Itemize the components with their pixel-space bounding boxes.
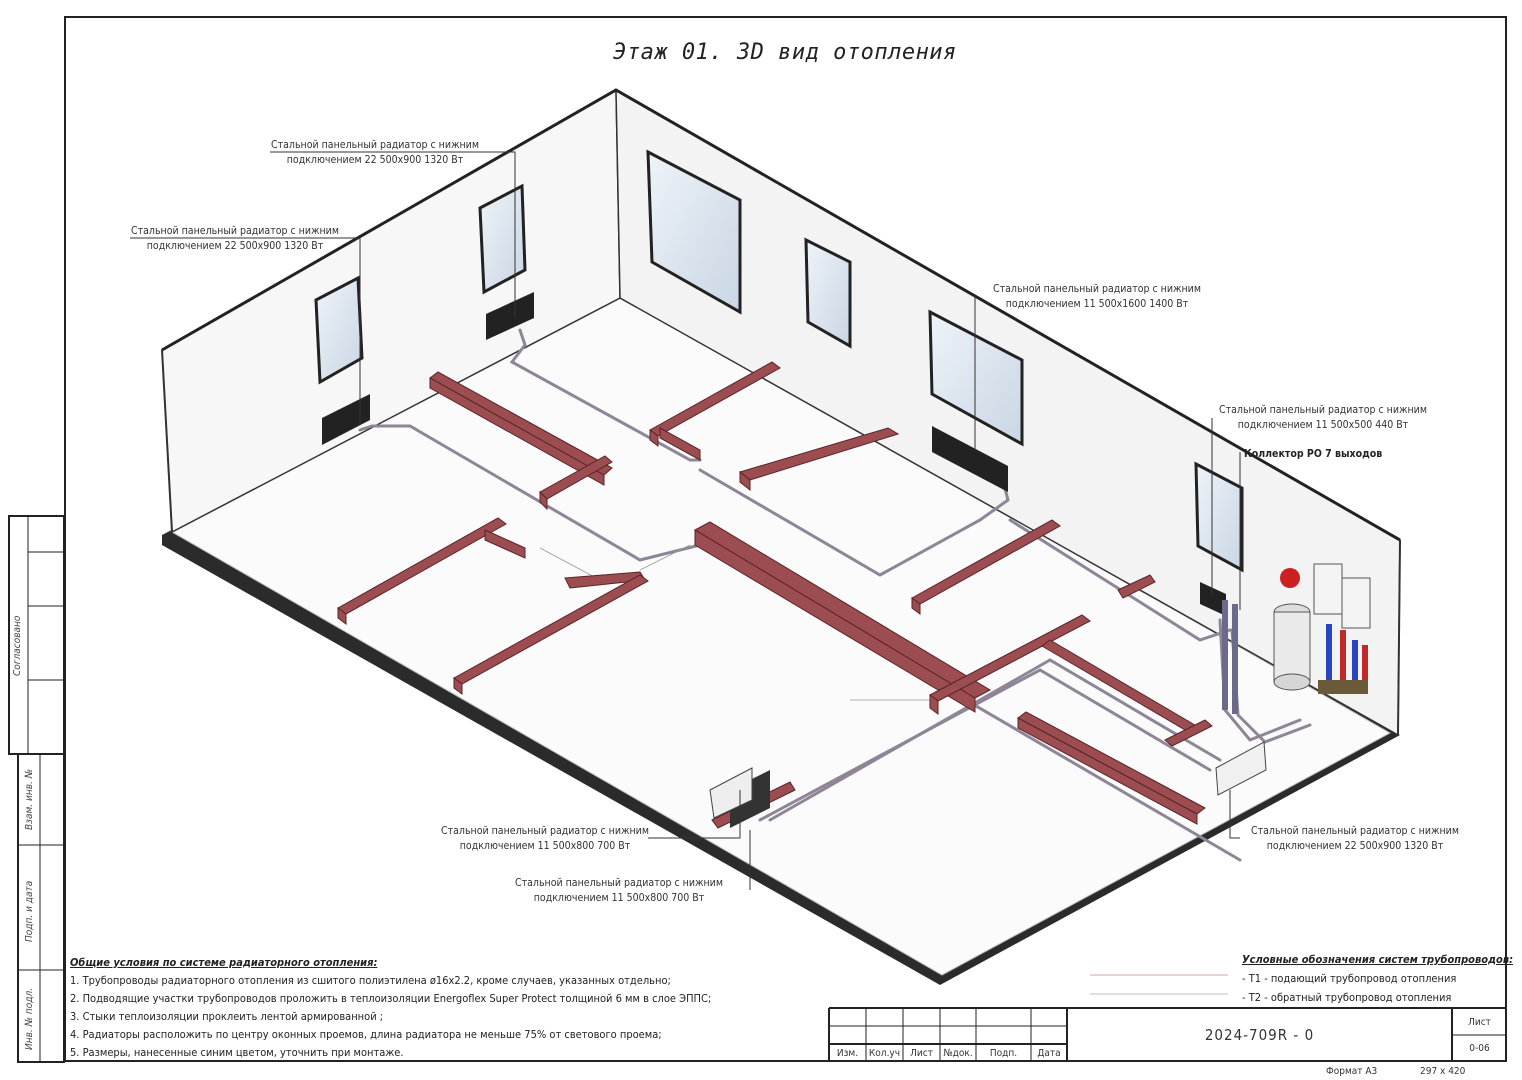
window (1194, 461, 1244, 573)
callout-line: подключением 22 500x900 1320 Вт (1266, 840, 1444, 852)
radiator (322, 394, 370, 445)
callout-radiator-bottom-right: Стальной панельный радиатор с нижним под… (1250, 824, 1460, 854)
callout-line: Стальной панельный радиатор с нижним (515, 877, 723, 889)
legend-header: Условные обозначения систем трубопроводо… (1242, 953, 1514, 966)
stamp-col-sign: Подп. (989, 1048, 1018, 1059)
sheet-value: 0-06 (1469, 1043, 1490, 1054)
legend-item: - Т2 - обратный трубопровод отопления (1242, 991, 1452, 1004)
stamp-col-list: Лист (910, 1048, 933, 1059)
note-item: 2. Подводящие участки трубопроводов прол… (70, 992, 712, 1005)
window (646, 149, 742, 315)
notes-header: Общие условия по системе радиаторного от… (70, 956, 378, 969)
callout-line: подключением 22 500x900 1320 Вт (286, 154, 464, 166)
sheet-label: Лист (1468, 1017, 1491, 1028)
floor-beams (337, 361, 1213, 829)
window (804, 237, 852, 349)
radiator (932, 426, 1008, 492)
callout-line: подключением 11 500x500 440 Вт (1237, 419, 1409, 431)
callout-line: Стальной панельный радиатор с нижним (131, 225, 339, 237)
stamp-col-doc: №док. (943, 1048, 973, 1059)
callout-line: Стальной панельный радиатор с нижним (1219, 404, 1427, 416)
callout-radiator-bottom-b: Стальной панельный радиатор с нижним под… (514, 876, 724, 906)
radiator (1215, 741, 1267, 796)
callout-line: Стальной панельный радиатор с нижним (993, 283, 1201, 295)
stamp-col-date: Дата (1037, 1048, 1061, 1059)
format-size: 297 x 420 (1420, 1066, 1466, 1077)
pipe-legend: Условные обозначения систем трубопроводо… (1242, 950, 1513, 1007)
callout-radiator-bottom-a: Стальной панельный радиатор с нижним под… (440, 824, 650, 854)
radiator (486, 292, 534, 340)
stamp-col-izm: Изм. (836, 1048, 859, 1059)
format-label: Формат А3 (1326, 1066, 1378, 1077)
side-stamp-grid (8, 515, 65, 1063)
callout-line: Стальной панельный радиатор с нижним (271, 139, 479, 151)
window (478, 183, 527, 295)
note-item: 4. Радиаторы расположить по центру оконн… (70, 1028, 662, 1041)
callout-line: подключением 11 500x1600 1400 Вт (1005, 298, 1189, 310)
stamp-col-kol: Кол.уч (868, 1048, 901, 1059)
window (928, 309, 1024, 447)
callout-line: Стальной панельный радиатор с нижним (1251, 825, 1459, 837)
legend-item: - Т1 - подающий трубопровод отопления (1242, 972, 1457, 985)
callout-radiator-top-center: Стальной панельный радиатор с нижним под… (270, 138, 480, 168)
note-item: 5. Размеры, нанесенные синим цветом, уто… (70, 1046, 404, 1059)
callout-line: подключением 22 500x900 1320 Вт (146, 240, 324, 252)
callout-line: Стальной панельный радиатор с нижним (441, 825, 649, 837)
page-title: Этаж 01. 3D вид отопления (613, 40, 957, 65)
document-code: 2024-709R - 0 (1204, 1026, 1315, 1044)
note-item: 1. Трубопроводы радиаторного отопления и… (70, 974, 671, 987)
callout-radiator-top-left: Стальной панельный радиатор с нижним под… (130, 224, 340, 254)
callout-line: подключением 11 500x800 700 Вт (533, 892, 705, 904)
general-notes: Общие условия по системе радиаторного от… (70, 954, 711, 1062)
window (314, 275, 364, 385)
callout-line: подключением 11 500x800 700 Вт (459, 840, 631, 852)
boiler-equipment (1222, 563, 1371, 714)
radiator (709, 767, 753, 819)
callout-radiator-right-small: Стальной панельный радиатор с нижним под… (1218, 403, 1428, 433)
note-item: 3. Стыки теплоизоляции проклеить лентой … (70, 1010, 384, 1023)
callout-collector: Коллектор РО 7 выходов (1244, 448, 1383, 460)
callout-radiator-right-mid: Стальной панельный радиатор с нижним под… (992, 282, 1202, 312)
radiator (1200, 582, 1226, 616)
